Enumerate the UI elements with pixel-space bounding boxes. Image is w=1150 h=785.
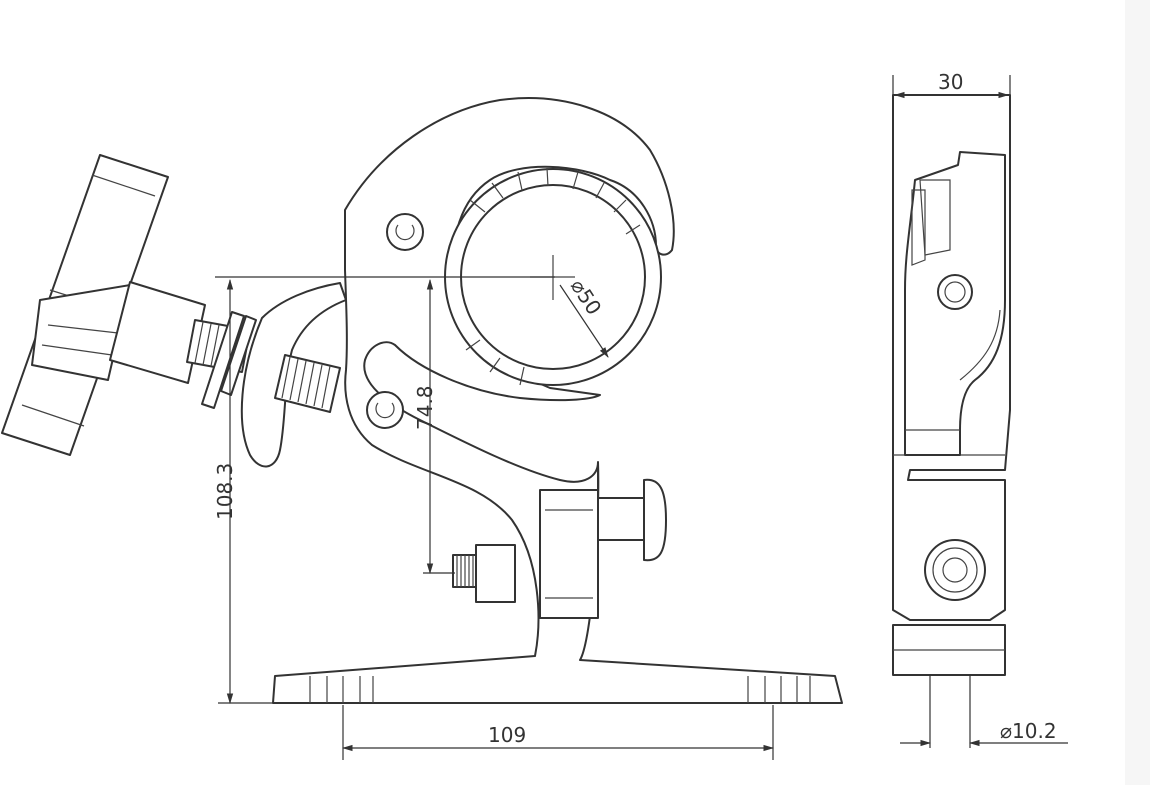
dimension-base-width: 109 [341,705,775,760]
dimension-label-height-center: 74.8 [413,385,437,430]
dimension-label-bolt-diameter: ⌀10.2 [1000,719,1057,743]
front-pivot-pin [937,274,973,310]
jaw-lever [240,282,347,468]
dimension-bolt-diameter: ⌀10.2 [900,719,1068,747]
side-view: 74.8 108.3 109 ⌀50 [1,97,843,760]
knob-shaft [109,281,206,384]
dimension-label-base-width: 109 [488,723,526,747]
base-plate-slots [309,676,811,703]
front-view: 30 ⌀10.2 [892,70,1068,748]
dimension-height-total: 108.3 [213,278,275,705]
dimension-label-height-total: 108.3 [213,463,237,520]
wing-knob [1,154,169,456]
dimension-width-top: 30 [892,70,1011,99]
upper-pivot-pin [386,213,424,251]
mount-bracket [539,489,599,619]
mount-bolt [452,478,667,603]
clamp-body [272,97,843,704]
front-bolt-washer [924,539,986,601]
right-margin-band [1125,0,1150,785]
dimension-height-center: 74.8 [215,276,555,575]
dimension-label-width-top: 30 [938,70,963,94]
lower-pivot-pin [366,391,404,429]
